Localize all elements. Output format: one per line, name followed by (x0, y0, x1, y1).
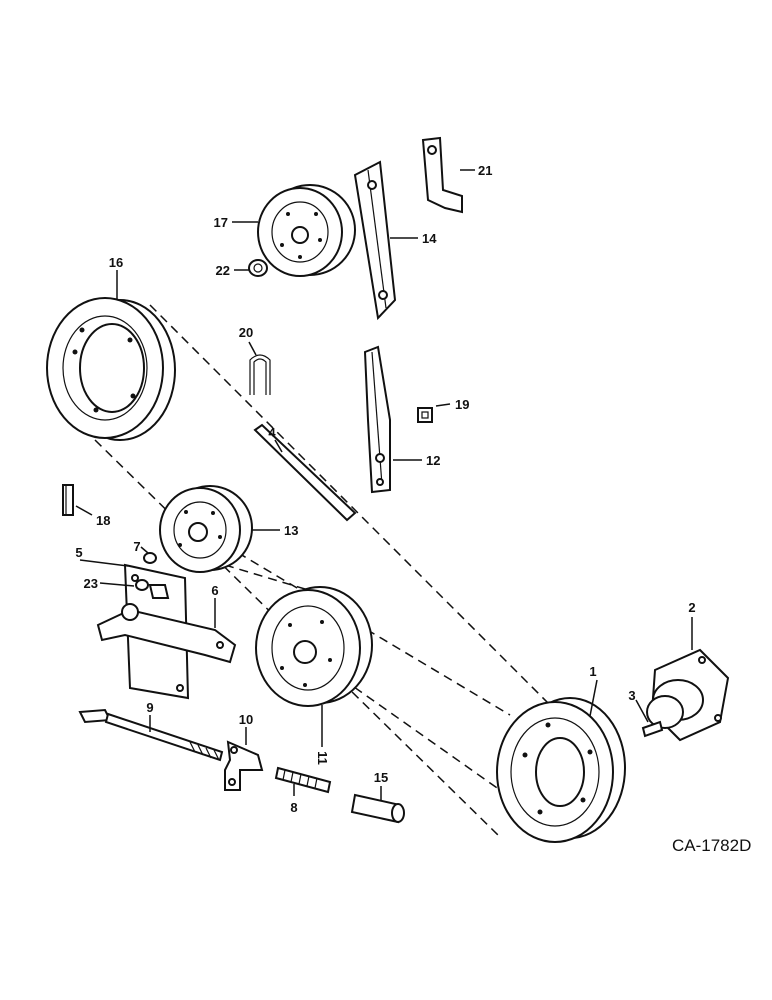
callout-8: 8 (290, 800, 297, 815)
callout-7: 7 (133, 539, 140, 554)
threaded-rod-9 (78, 708, 224, 762)
bracket-10 (224, 740, 264, 791)
callout-22: 22 (216, 263, 230, 278)
callout-14: 14 (422, 231, 437, 246)
sheave-17 (257, 184, 356, 277)
callout-9: 9 (146, 700, 153, 715)
bolt-7 (143, 552, 157, 564)
callout-20: 20 (239, 325, 253, 340)
drawing-code: CA-1782D (672, 836, 751, 855)
sleeve-15 (350, 793, 405, 824)
callout-labels: 1 2 3 4 5 6 7 8 9 10 11 12 13 14 15 16 1… (75, 163, 695, 815)
leader-lines (75, 169, 693, 800)
flange-bearing-2 (646, 648, 730, 742)
callout-6: 6 (211, 583, 218, 598)
square-nut-19 (417, 407, 433, 423)
callout-11: 11 (315, 751, 330, 765)
callout-21: 21 (478, 163, 492, 178)
callout-16: 16 (109, 255, 123, 270)
bolt-23 (135, 579, 149, 591)
bracket-21 (421, 136, 463, 214)
callout-15: 15 (374, 770, 388, 785)
callout-18: 18 (96, 513, 110, 528)
callout-4: 4 (268, 425, 276, 440)
pin-18 (62, 484, 74, 516)
key-3 (641, 720, 664, 738)
callout-19: 19 (455, 397, 469, 412)
callout-3: 3 (628, 688, 635, 703)
u-bolt-20 (249, 354, 271, 395)
callout-13: 13 (284, 523, 298, 538)
belt-long (94, 304, 556, 836)
nut-22 (248, 259, 268, 277)
callout-23: 23 (84, 576, 98, 591)
callout-2: 2 (688, 600, 695, 615)
spring-8 (274, 766, 332, 794)
callout-12: 12 (426, 453, 440, 468)
callout-10: 10 (239, 712, 253, 727)
lever-arm-6 (96, 603, 237, 664)
sheave-large-lower (496, 697, 626, 843)
sheave-large-upper (46, 297, 176, 441)
callout-17: 17 (214, 215, 228, 230)
callout-5: 5 (75, 545, 82, 560)
arm-bracket-14 (353, 160, 397, 321)
sheave-11 (255, 586, 373, 707)
sheave-13 (159, 485, 253, 573)
callout-1: 1 (589, 664, 596, 679)
support-bracket-12 (363, 345, 391, 494)
